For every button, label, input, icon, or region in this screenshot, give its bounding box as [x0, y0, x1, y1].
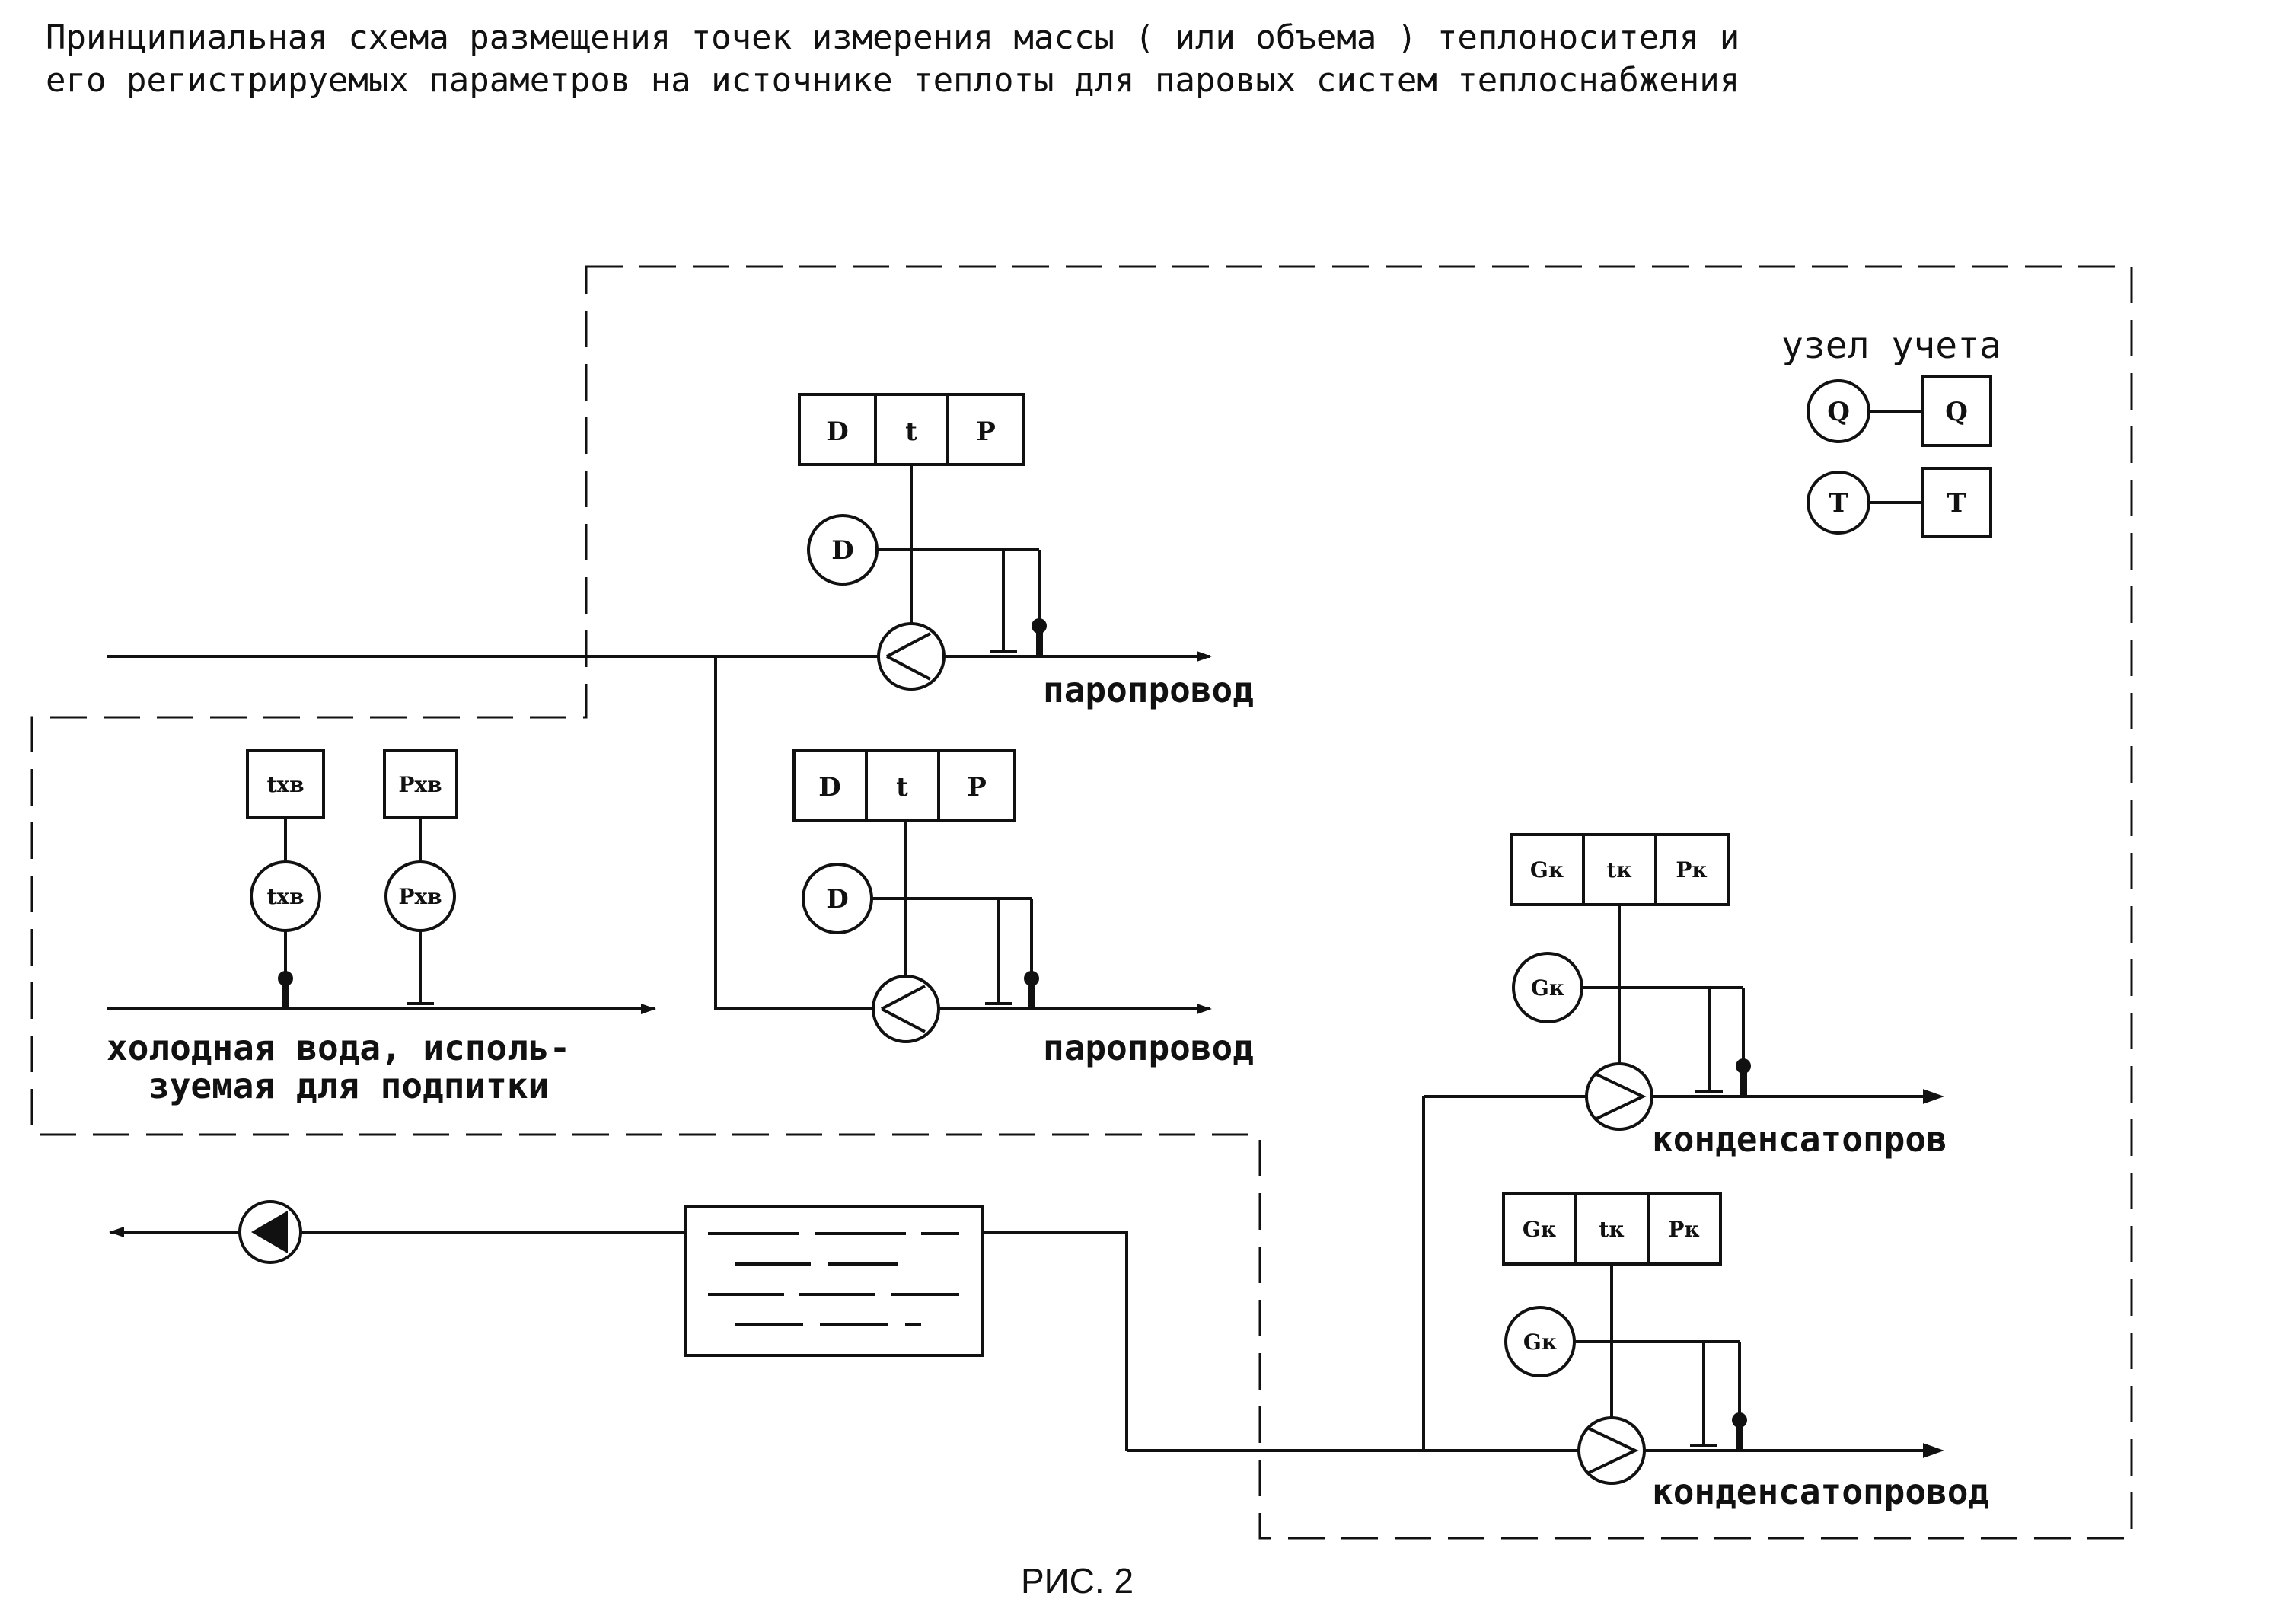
steam-1-label: паропровод — [1043, 669, 1254, 710]
cold-water-sensor-t: tхв — [266, 884, 304, 909]
title-line-2: его регистрируемых параметров на источни… — [46, 61, 1740, 100]
cold-water-sensor-p: Pхв — [398, 884, 442, 909]
legend-q-box: Q — [1945, 397, 1968, 427]
condensate-2-box-p: Pк — [1668, 1217, 1699, 1242]
condensate-1-label: конденсатопров — [1652, 1119, 1947, 1160]
condensate-arrow-1 — [1923, 1089, 1945, 1104]
steam-2-box-d: D — [818, 772, 840, 803]
condensate-1-thermowell — [1736, 1058, 1751, 1095]
condensate-2-label: конденсатопровод — [1652, 1471, 1989, 1512]
cold-water-label-1: холодная вода, исполь- — [107, 1027, 570, 1068]
steam-meter-2 — [792, 749, 1033, 1043]
steam-1-thermowell — [1032, 618, 1047, 655]
title-line-1: Принципиальная схема размещения точек из… — [46, 18, 1740, 57]
steam-pipe-branch — [714, 656, 1212, 1014]
steam-1-box-t: t — [905, 417, 917, 447]
legend-t-box: T — [1947, 488, 1966, 519]
steam-2-box-p: P — [967, 772, 987, 803]
tank-return-pipe — [982, 1231, 1128, 1451]
condensate-2-box-t: tк — [1599, 1217, 1624, 1242]
cold-water-label-2: зуемая для подпитки — [148, 1065, 549, 1106]
steam-1-sensor-d: D — [831, 535, 853, 566]
condensate-2-box-g: Gк — [1523, 1217, 1556, 1242]
storage-tank — [684, 1205, 984, 1357]
steam-2-sensor-d: D — [826, 884, 848, 915]
condensate-1-box-p: Pк — [1676, 857, 1707, 883]
steam-2-label: паропровод — [1043, 1027, 1254, 1068]
steam-1-box-d: D — [826, 417, 848, 447]
condensate-2-thermowell — [1732, 1412, 1747, 1449]
condensate-meter-1 — [1510, 833, 1745, 1131]
condensate-1-sensor-g: Gк — [1531, 975, 1564, 1001]
cold-water-thermowell — [278, 971, 293, 1007]
steam-meter-1 — [798, 393, 1041, 691]
legend-t-sensor: T — [1829, 488, 1848, 519]
condensate-2-sensor-g: Gк — [1523, 1330, 1557, 1355]
feed-pump — [238, 1200, 302, 1264]
condensate-meter-2 — [1502, 1192, 1741, 1485]
boundary-upper — [30, 265, 2133, 1540]
legend-heading: узел учета — [1781, 324, 2001, 367]
cold-water-box-t: tхв — [266, 772, 304, 797]
condensate-arrow-2 — [1923, 1443, 1945, 1458]
steam-2-thermowell — [1024, 971, 1039, 1007]
legend-symbols — [1807, 375, 1992, 538]
steam-2-box-t: t — [896, 772, 908, 803]
condensate-1-box-t: tк — [1606, 857, 1631, 883]
cold-water-box-p: Pхв — [398, 772, 442, 797]
diagram-title: Принципиальная схема размещения точек из… — [46, 17, 2284, 102]
steam-1-box-p: P — [976, 417, 996, 447]
legend-q-sensor: Q — [1827, 397, 1850, 427]
condensate-1-box-g: Gк — [1530, 857, 1564, 883]
figure-caption: РИС. 2 — [1021, 1561, 1134, 1601]
cold-water-meters — [246, 749, 458, 1005]
